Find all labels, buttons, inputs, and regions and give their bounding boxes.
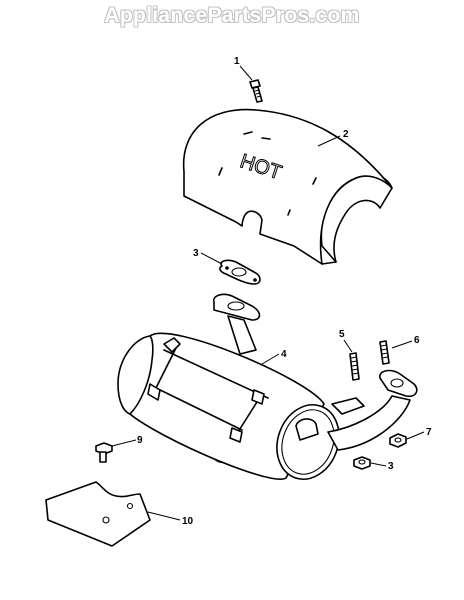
part-5-stud[interactable] <box>349 352 360 381</box>
part-9-bolt[interactable] <box>95 442 113 463</box>
part-7-nut[interactable] <box>389 433 407 448</box>
watermark: AppliancePartsPros.com <box>104 4 360 27</box>
callout-5: 5 <box>339 329 345 340</box>
part-1-screw[interactable] <box>249 79 263 103</box>
part-2-heat-shield[interactable]: HOT <box>182 108 393 265</box>
callout-9: 9 <box>137 435 143 446</box>
callout-numbers: 1 2 3 4 5 6 7 3 9 10 <box>137 56 432 527</box>
part-3-gasket[interactable] <box>219 259 261 285</box>
callout-3-gasket: 3 <box>193 248 199 259</box>
callout-4: 4 <box>281 349 287 360</box>
leader-lines <box>111 65 425 521</box>
part-10-plate[interactable] <box>45 481 151 547</box>
callout-3-nut: 3 <box>388 461 394 472</box>
callout-1: 1 <box>234 56 240 67</box>
part-3-nut[interactable] <box>353 456 371 470</box>
callout-6: 6 <box>414 335 420 346</box>
part-4-muffler[interactable] <box>117 293 418 488</box>
part-6-stud[interactable] <box>379 340 390 365</box>
callout-2: 2 <box>343 129 349 140</box>
callout-10: 10 <box>182 516 194 527</box>
callout-7: 7 <box>426 427 432 438</box>
